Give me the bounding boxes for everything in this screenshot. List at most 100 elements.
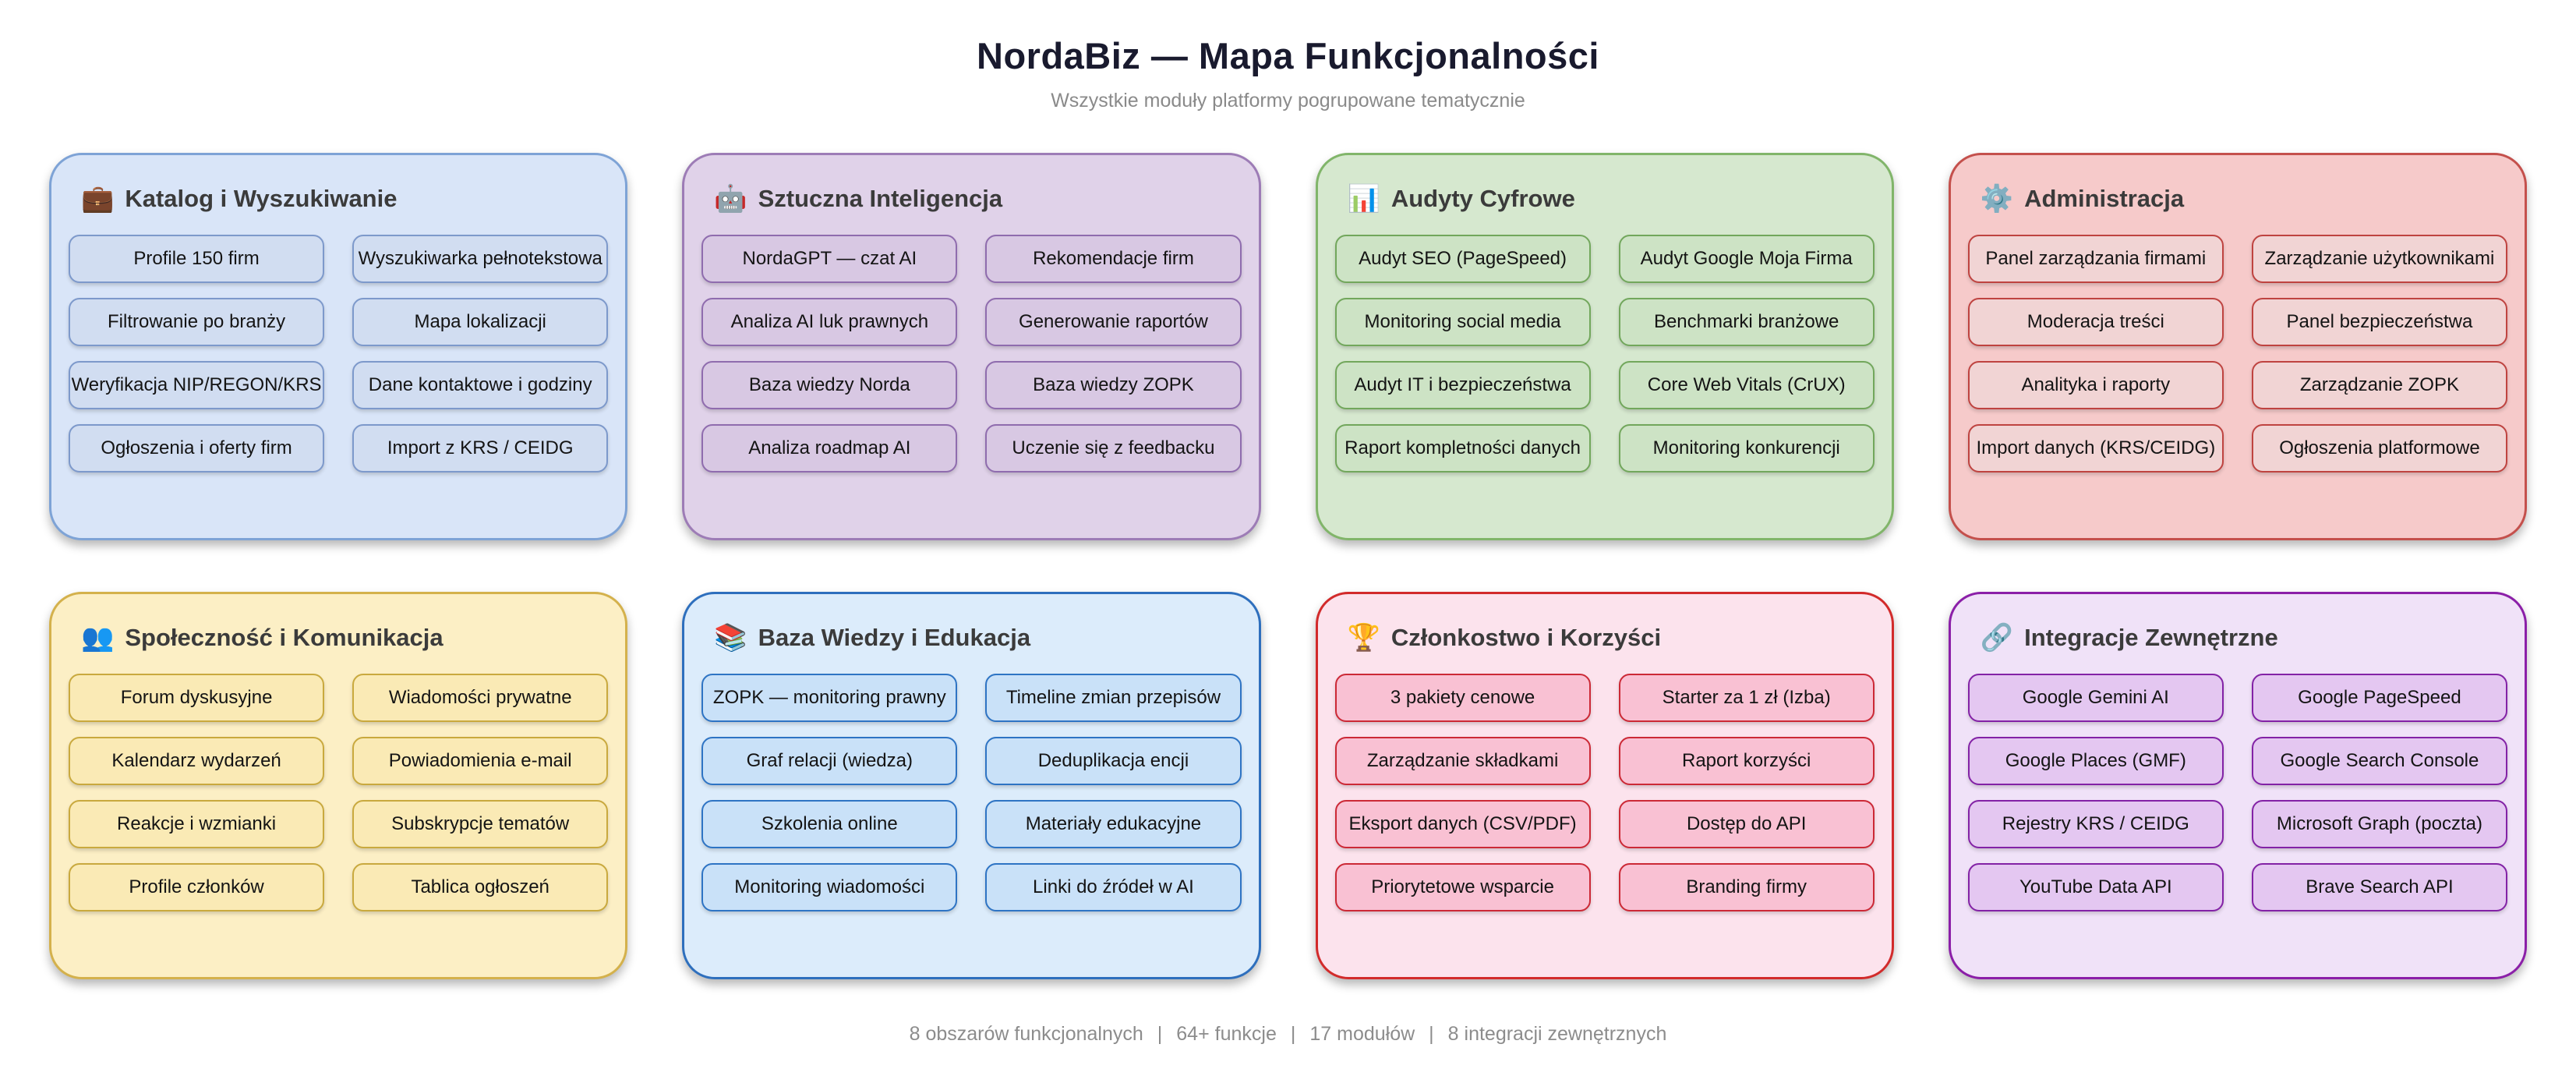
module-chip[interactable]: Priorytetowe wsparcie [1334,863,1591,911]
module-chip[interactable]: Benchmarki branżowe [1618,298,1875,346]
sections-grid: 💼 Katalog i Wyszukiwanie Profile 150 fir… [49,153,2527,979]
module-chip[interactable]: Graf relacji (wiedza) [701,737,958,785]
module-chip[interactable]: Microsoft Graph (poczta) [2251,800,2507,848]
module-chip[interactable]: Raport korzyści [1618,737,1875,785]
people-icon: 👥 [81,623,115,653]
module-chip-grid: Audyt SEO (PageSpeed) Audyt Google Moja F… [1334,235,1875,473]
module-chip[interactable]: Dostęp do API [1618,800,1875,848]
module-chip[interactable]: Import danych (KRS/CEIDG) [1967,424,2224,473]
module-chip[interactable]: Ogłoszenia i oferty firm [69,424,325,473]
section-title: Członkostwo i Korzyści [1390,624,1662,651]
trophy-icon: 🏆 [1347,623,1380,653]
module-chip[interactable]: Audyt IT i bezpieczeństwa [1334,361,1591,409]
module-chip[interactable]: Filtrowanie po branży [69,298,325,346]
module-chip[interactable]: Wiadomości prywatne [352,674,609,722]
module-chip-grid: 3 pakiety cenowe Starter za 1 zł (Izba) Za… [1334,674,1875,911]
module-chip[interactable]: Analiza AI luk prawnych [701,298,958,346]
module-chip[interactable]: Monitoring wiadomości [701,863,958,911]
module-chip[interactable]: Zarządzanie użytkownikami [2251,235,2507,283]
stat-separator: | [1290,1023,1296,1045]
stat-integrations: 8 integracji zewnętrznych [1447,1023,1667,1045]
section-card-integracje-zewnetrzne: 🔗 Integracje Zewnętrzne Google Gemini AI… [1948,592,2527,979]
module-chip[interactable]: Google Search Console [2251,737,2507,785]
page-subtitle: Wszystkie moduły platformy pogrupowane t… [1051,90,1525,111]
module-chip[interactable]: Wyszukiwarka pełnotekstowa [352,235,609,283]
module-chip[interactable]: Raport kompletności danych [1334,424,1591,473]
module-chip[interactable]: Forum dyskusyjne [69,674,325,722]
module-chip[interactable]: Generowanie raportów [985,298,1242,346]
module-chip[interactable]: Brave Search API [2251,863,2507,911]
module-chip[interactable]: Panel zarządzania firmami [1967,235,2224,283]
module-chip[interactable]: Analiza roadmap AI [701,424,958,473]
module-chip[interactable]: Starter za 1 zł (Izba) [1618,674,1875,722]
module-chip[interactable]: Zarządzanie ZOPK [2251,361,2507,409]
section-header: 🏆 Członkostwo i Korzyści [1335,624,1875,652]
module-chip[interactable]: Panel bezpieczeństwa [2251,298,2507,346]
module-chip-grid: Panel zarządzania firmami Zarządzanie uży… [1967,235,2507,473]
module-chip[interactable]: Weryfikacja NIP/REGON/KRS [69,361,325,409]
link-icon: 🔗 [1980,623,2014,653]
module-chip[interactable]: Subskrypcje tematów [352,800,609,848]
module-chip[interactable]: Monitoring social media [1334,298,1591,346]
module-chip-grid: ZOPK — monitoring prawny Timeline zmian p… [701,674,1242,911]
module-chip[interactable]: Powiadomienia e-mail [352,737,609,785]
page-title: NordaBiz — Mapa Funkcjonalności [977,35,1599,76]
module-chip[interactable]: Zarządzanie składkami [1334,737,1591,785]
module-chip[interactable]: Branding firmy [1618,863,1875,911]
module-chip[interactable]: Timeline zmian przepisów [985,674,1242,722]
stat-modules: 17 modułów [1309,1023,1415,1045]
module-chip[interactable]: Tablica ogłoszeń [352,863,609,911]
section-title: Sztuczna Inteligencja [758,185,1003,212]
module-chip[interactable]: Rekomendacje firm [985,235,1242,283]
section-title: Administracja [2024,185,2185,212]
module-chip[interactable]: Audyt Google Moja Firma [1618,235,1875,283]
module-chip[interactable]: Moderacja treści [1967,298,2224,346]
section-title: Baza Wiedzy i Edukacja [758,624,1031,651]
section-card-katalog-i-wyszukiwanie: 💼 Katalog i Wyszukiwanie Profile 150 fir… [49,153,628,540]
module-chip[interactable]: 3 pakiety cenowe [1334,674,1591,722]
module-chip[interactable]: Baza wiedzy ZOPK [985,361,1242,409]
module-chip[interactable]: Materiały edukacyjne [985,800,1242,848]
section-header: 📊 Audyty Cyfrowe [1335,185,1875,213]
section-header: 👥 Społeczność i Komunikacja [69,624,608,652]
robot-icon: 🤖 [714,184,747,214]
section-card-audyty-cyfrowe: 📊 Audyty Cyfrowe Audyt SEO (PageSpeed)Au… [1315,153,1894,540]
module-chip[interactable]: NordaGPT — czat AI [701,235,958,283]
module-chip[interactable]: Mapa lokalizacji [352,298,609,346]
module-chip[interactable]: Monitoring konkurencji [1618,424,1875,473]
module-chip[interactable]: Uczenie się z feedbacku [985,424,1242,473]
section-card-czlonkostwo-i-korzysci: 🏆 Członkostwo i Korzyści 3 pakiety cenow… [1315,592,1894,979]
module-chip[interactable]: Baza wiedzy Norda [701,361,958,409]
section-header: ⚙️ Administracja [1968,185,2507,213]
module-chip[interactable]: Core Web Vitals (CrUX) [1618,361,1875,409]
module-chip[interactable]: Dane kontaktowe i godziny [352,361,609,409]
module-chip[interactable]: Audyt SEO (PageSpeed) [1334,235,1591,283]
stat-functions: 64+ funkcje [1176,1023,1277,1045]
books-icon: 📚 [714,623,747,653]
section-title: Katalog i Wyszukiwanie [125,185,398,212]
module-chip[interactable]: Ogłoszenia platformowe [2251,424,2507,473]
module-chip[interactable]: Google Places (GMF) [1967,737,2224,785]
section-header: 🔗 Integracje Zewnętrzne [1968,624,2507,652]
section-card-administracja: ⚙️ Administracja Panel zarządzania firma… [1948,153,2527,540]
module-chip[interactable]: Import z KRS / CEIDG [352,424,609,473]
briefcase-icon: 💼 [81,184,115,214]
module-chip[interactable]: Rejestry KRS / CEIDG [1967,800,2224,848]
module-chip[interactable]: Analityka i raporty [1967,361,2224,409]
module-chip[interactable]: Deduplikacja encji [985,737,1242,785]
module-chip[interactable]: YouTube Data API [1967,863,2224,911]
module-chip[interactable]: Szkolenia online [701,800,958,848]
section-card-sztuczna-inteligencja: 🤖 Sztuczna Inteligencja NordaGPT — czat … [682,153,1261,540]
module-chip[interactable]: Kalendarz wydarzeń [69,737,325,785]
module-chip[interactable]: ZOPK — monitoring prawny [701,674,958,722]
module-chip[interactable]: Profile członków [69,863,325,911]
section-title: Audyty Cyfrowe [1390,185,1575,212]
module-chip[interactable]: Eksport danych (CSV/PDF) [1334,800,1591,848]
module-chip[interactable]: Google Gemini AI [1967,674,2224,722]
module-chip[interactable]: Profile 150 firm [69,235,325,283]
module-chip[interactable]: Reakcje i wzmianki [69,800,325,848]
module-chip[interactable]: Google PageSpeed [2251,674,2507,722]
module-chip[interactable]: Linki do źródeł w AI [985,863,1242,911]
